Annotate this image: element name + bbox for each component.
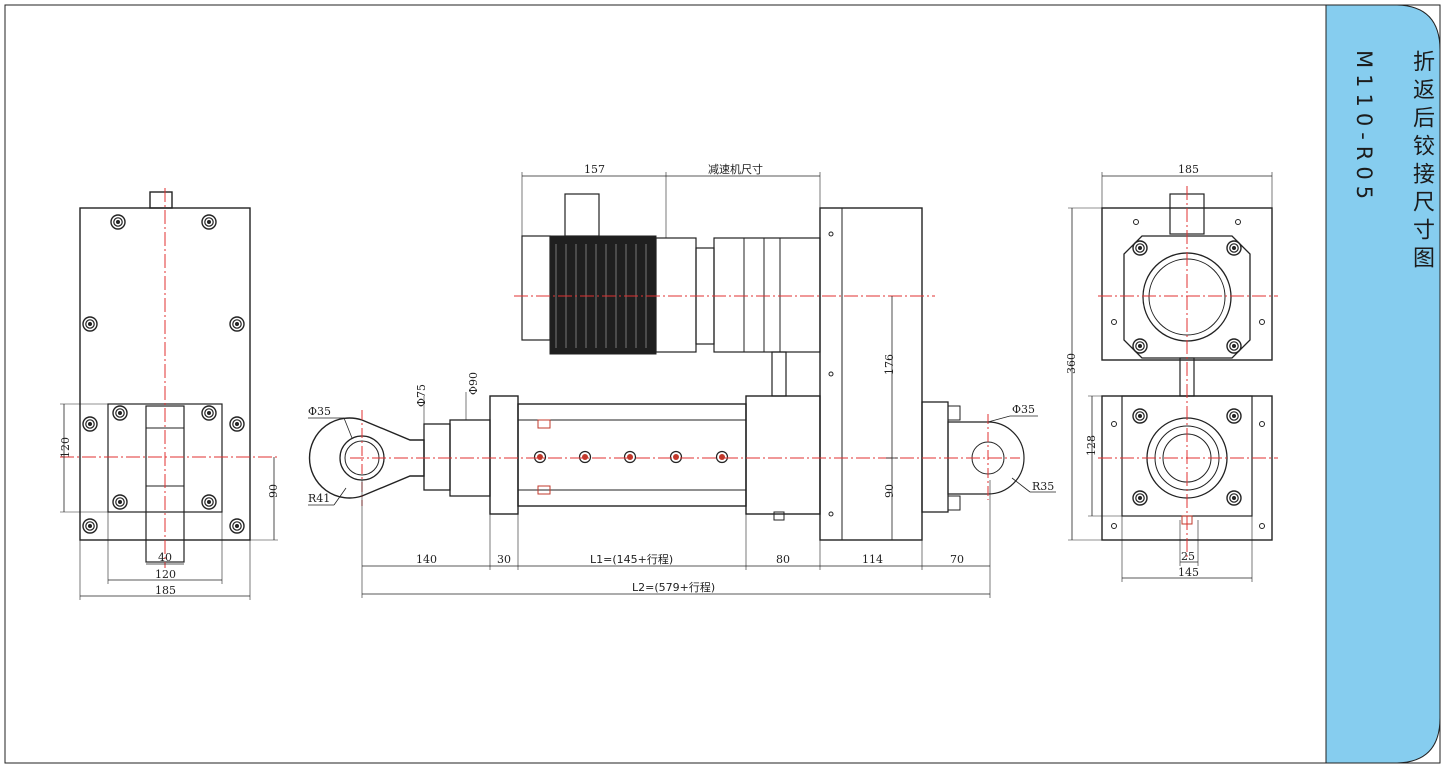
dim-motor-length: 157 — [584, 163, 605, 176]
dim-bolt-span: 120 — [155, 568, 176, 581]
bolt-icon — [1226, 240, 1242, 256]
dim-70: 70 — [950, 553, 964, 566]
bolt-icon — [1132, 408, 1148, 424]
bolt-icon — [1226, 408, 1242, 424]
bolt-icon — [229, 416, 245, 432]
dim-width: 185 — [155, 584, 176, 597]
bolt-icon — [82, 416, 98, 432]
dim-L1: L1=(145+行程) — [590, 553, 673, 566]
bolt-icon — [1132, 240, 1148, 256]
dim-neck: Φ75 — [415, 384, 428, 407]
dim-clevis-radius: R35 — [1032, 480, 1054, 493]
bolt-icon — [201, 494, 217, 510]
connector-stub — [149, 191, 173, 209]
dim-114: 114 — [862, 553, 883, 566]
bolt-icon — [229, 316, 245, 332]
bolt-icon — [201, 214, 217, 230]
dim-clevis-dia: Φ35 — [1012, 403, 1035, 416]
bolt-icon — [229, 518, 245, 534]
bolt-icon — [82, 316, 98, 332]
bolt-icon — [623, 450, 637, 464]
bolt-icon — [1132, 490, 1148, 506]
dim-90: 90 — [883, 484, 896, 498]
bolt-icon — [112, 405, 128, 421]
dim-lower-height: 128 — [1085, 435, 1098, 456]
dim-slot: 40 — [158, 551, 172, 564]
dim-slot-width: 25 — [1181, 550, 1195, 563]
dim-overall-height: 360 — [1065, 353, 1078, 374]
motor-encoder — [521, 235, 551, 341]
clevis-block — [921, 401, 949, 513]
motor-flange — [655, 237, 697, 353]
dim-side: 90 — [267, 484, 280, 498]
motor-body — [549, 235, 657, 355]
rod-nut — [423, 423, 451, 491]
drawing-title: 折返后铰接尺寸图 — [1409, 50, 1434, 274]
rear-block — [745, 395, 821, 515]
dim-reducer-label: 减速机尺寸 — [708, 162, 763, 176]
front-view: 157 减速机尺寸 176 90 Φ35 R41 Φ75 Φ90 Φ35 R35 — [308, 162, 1056, 598]
dim-176: 176 — [883, 354, 896, 375]
bolt-icon — [1226, 490, 1242, 506]
bolt-icon — [1226, 338, 1242, 354]
dim-flange: Φ90 — [467, 372, 480, 395]
dim-rod-dia: Φ35 — [308, 405, 331, 418]
model-number: M110-R05 — [1352, 50, 1376, 206]
bolt-icon — [110, 214, 126, 230]
bolt-icon — [533, 450, 547, 464]
bolt-icon — [112, 494, 128, 510]
motor-connector — [564, 193, 600, 237]
reducer — [713, 237, 821, 353]
right-view: 185 360 128 25 145 — [1065, 163, 1278, 582]
dim-top-width: 185 — [1178, 163, 1199, 176]
dim-height: 120 — [59, 437, 72, 458]
dim-140: 140 — [416, 553, 437, 566]
dim-bottom-width: 145 — [1178, 566, 1199, 579]
gear-housing — [819, 207, 923, 541]
bolt-icon — [669, 450, 683, 464]
dim-80: 80 — [776, 553, 790, 566]
bolt-icon — [201, 405, 217, 421]
dim-L2: L2=(579+行程) — [632, 581, 715, 594]
front-flange — [489, 395, 519, 515]
sheet-border — [4, 4, 1441, 764]
bolt-icon — [715, 450, 729, 464]
bolt-icon — [82, 518, 98, 534]
dim-rod-radius: R41 — [308, 492, 330, 505]
bolt-icon — [1132, 338, 1148, 354]
left-view: 120 90 40 120 185 — [59, 188, 280, 600]
bolt-icon — [578, 450, 592, 464]
dim-30: 30 — [497, 553, 511, 566]
clevis-eye — [947, 421, 1025, 495]
